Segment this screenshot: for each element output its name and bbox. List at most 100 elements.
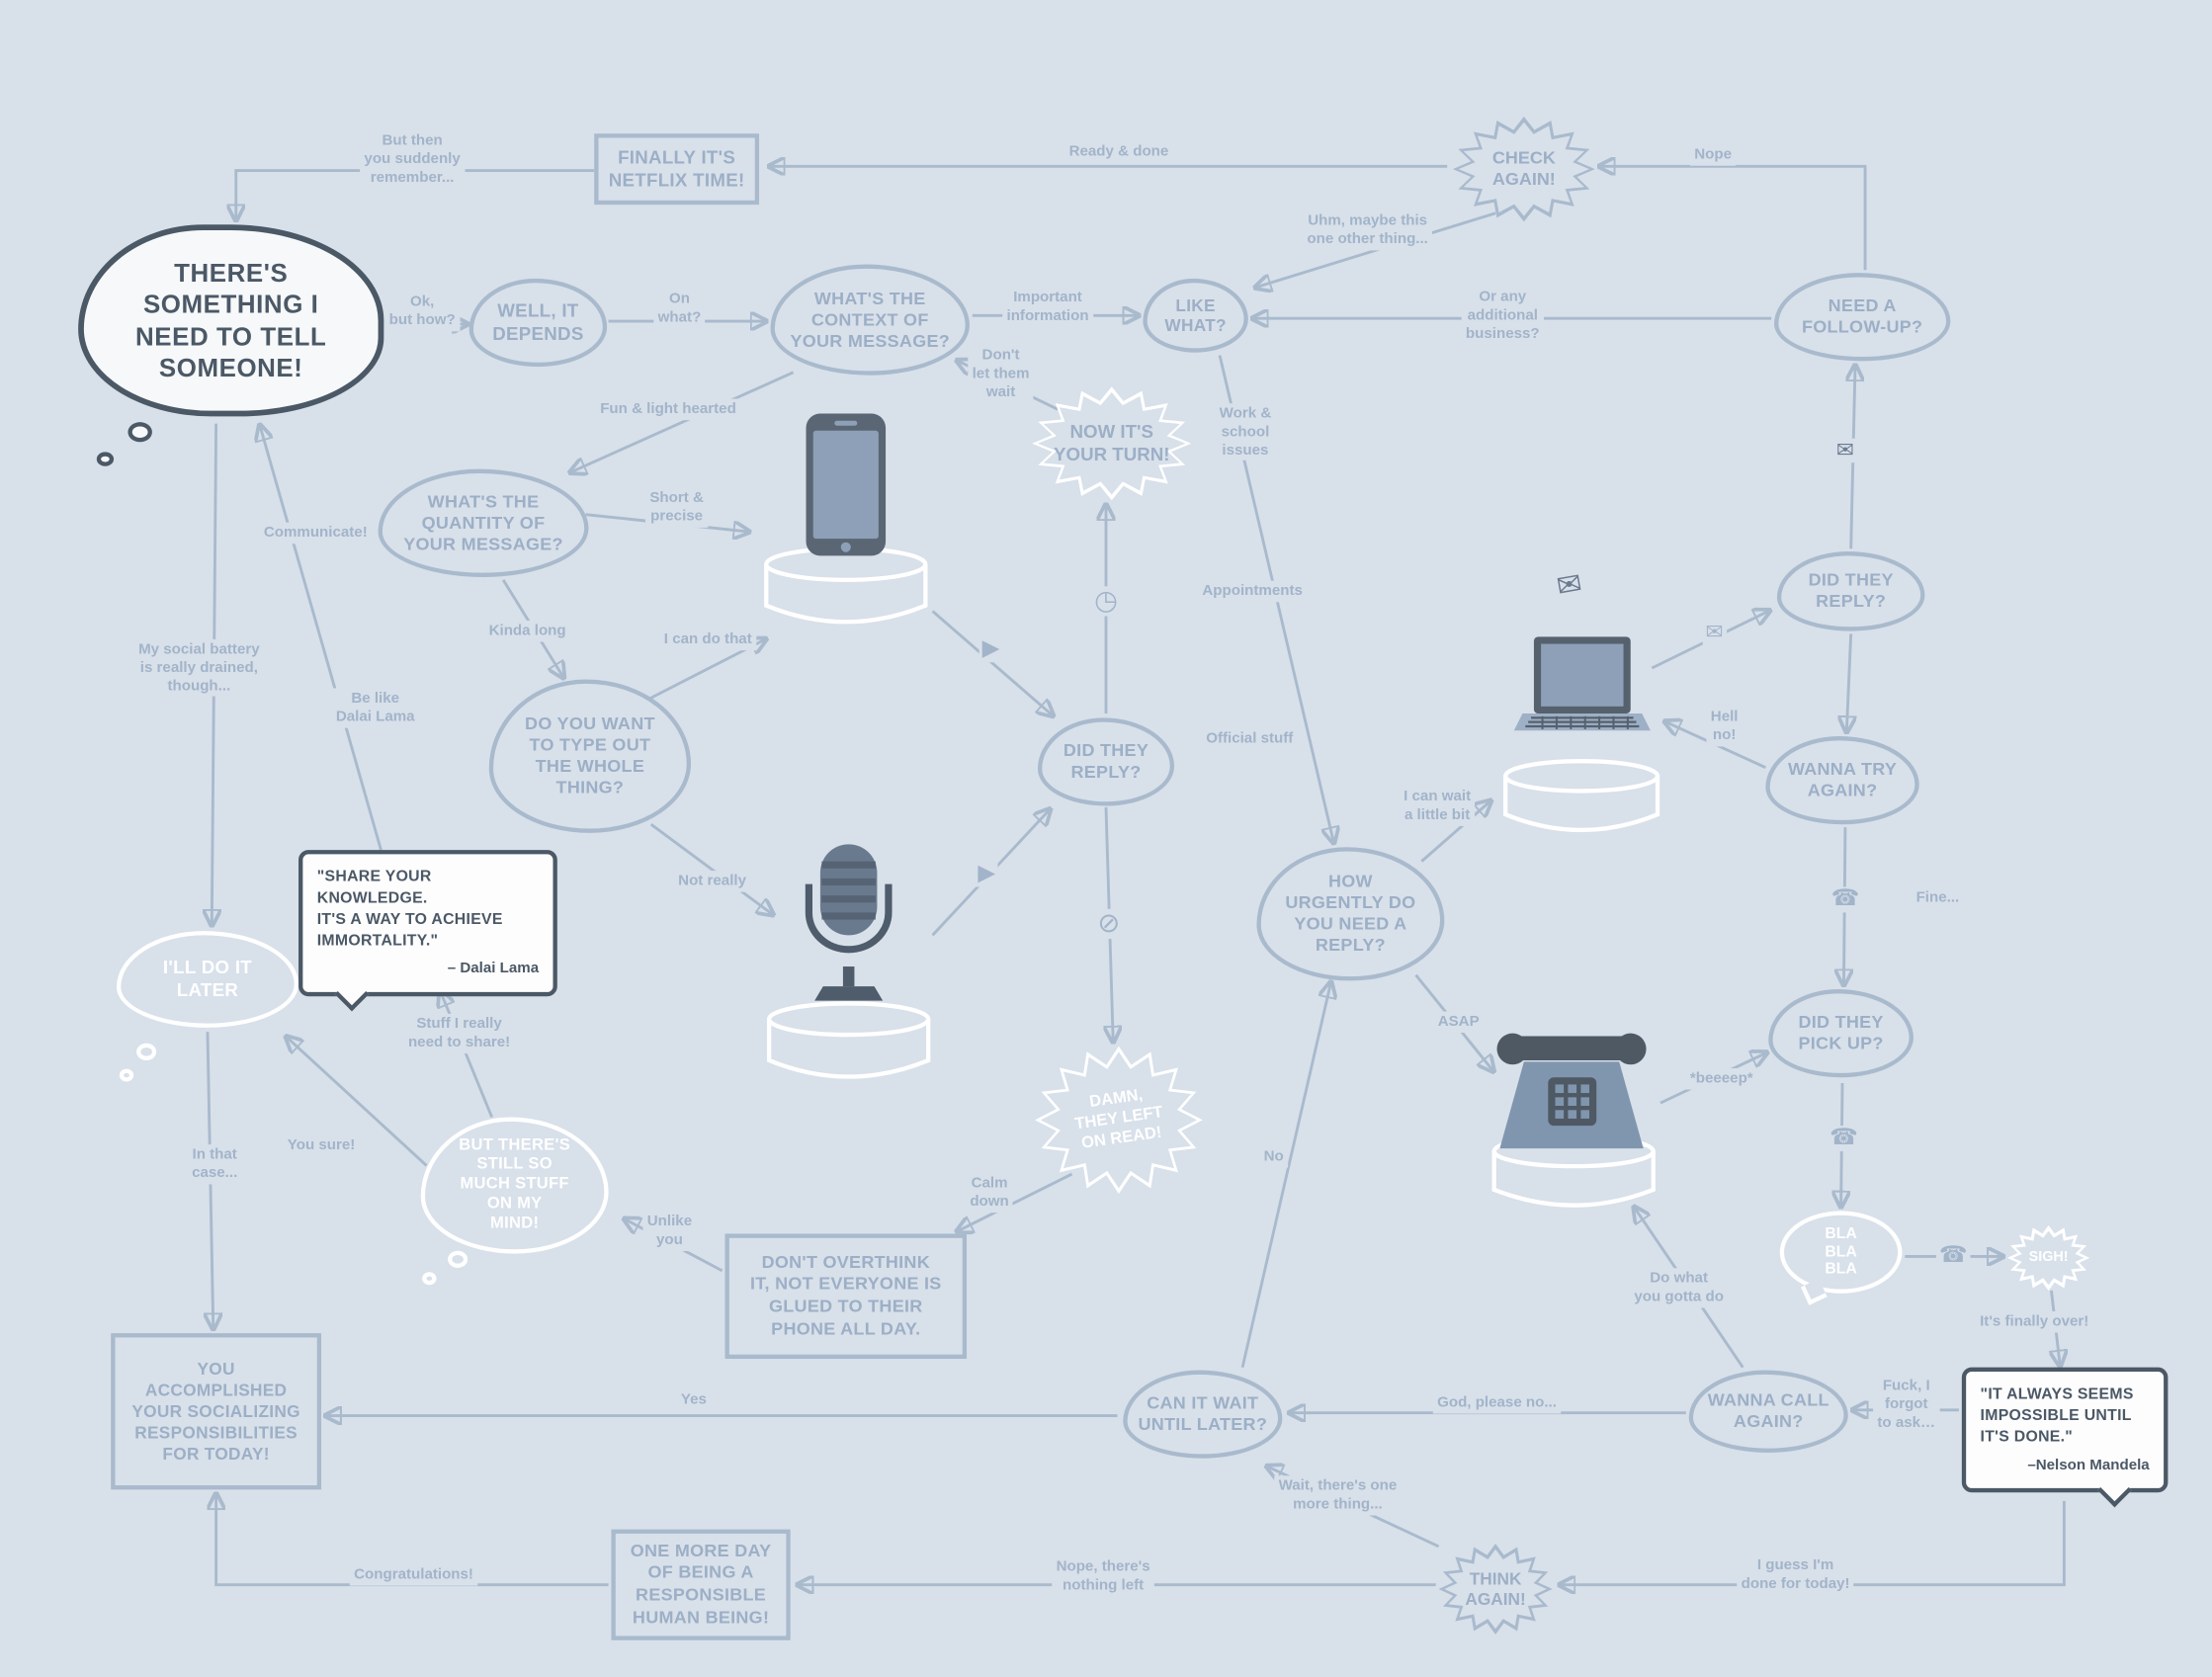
burst-shape	[2012, 1230, 2084, 1286]
thought-dot	[96, 452, 115, 466]
edge-label-nope-nothing: Nope, there's nothing left	[1052, 1556, 1154, 1596]
thought-dot	[128, 422, 152, 443]
edge-label-no: No	[1259, 1146, 1289, 1168]
node-how-urgently: HOW URGENTLY DO YOU NEED A REPLY?	[1256, 847, 1445, 981]
edge-label-calm-down: Calm down	[966, 1172, 1014, 1213]
node-one-more-day: ONE MORE DAY OF BEING A RESPONSIBLE HUMA…	[611, 1529, 791, 1640]
burst-text: THINK AGAIN!	[1465, 1568, 1526, 1610]
edge-label-beeeep: *beeeep*	[1685, 1068, 1757, 1090]
node-sigh: SIGH!	[2006, 1224, 2090, 1291]
edge-label-but-then: But then you suddenly remember...	[360, 130, 466, 189]
burst-shape	[1444, 1549, 1547, 1630]
thought-dot	[119, 1068, 134, 1082]
node-well-it-depends: WELL, IT DEPENDS	[468, 278, 608, 368]
edge-label-not-really: Not really	[673, 871, 751, 892]
edge-label-in-that-case: In that case...	[187, 1144, 242, 1184]
edge-label-asap: ASAP	[1433, 1011, 1485, 1033]
node-message-context: WHAT'S THE CONTEXT OF YOUR MESSAGE?	[770, 264, 970, 376]
node-dont-overthink: DON'T OVERTHINK IT, NOT EVERYONE IS GLUE…	[724, 1233, 968, 1360]
edge-label-important-info: Important information	[1002, 287, 1093, 327]
node-left-on-read: DAMN, THEY LEFT ON READ!	[1035, 1046, 1203, 1195]
edge-label-social-battery: My social battery is really drained, tho…	[133, 638, 264, 698]
node-so-much-stuff: BUT THERE'S STILL SO MUCH STUFF ON MY MI…	[420, 1117, 609, 1254]
edge-label-fun-light: Fun & light hearted	[595, 398, 741, 420]
thought-dot	[422, 1272, 437, 1286]
edge-label-god-no: God, please no...	[1432, 1391, 1562, 1414]
edge-label-fine: Fine...	[1912, 887, 1964, 909]
edge-label-or-any: Or any additional business?	[1461, 287, 1544, 345]
edge-label-work-school: Work & school issues	[1215, 403, 1276, 461]
node-message-quantity: WHAT'S THE QUANTITY OF YOUR MESSAGE?	[378, 468, 589, 577]
laptop-icon	[1513, 636, 1651, 731]
node-check-again: CHECK AGAIN!	[1452, 116, 1595, 222]
quote-text: "IT ALWAYS SEEMS IMPOSSIBLE UNTIL IT'S D…	[1980, 1385, 2134, 1446]
node-did-they-reply-message: DID THEY REPLY?	[1037, 717, 1175, 806]
edge-label-i-can-wait: I can wait a little bit	[1399, 786, 1476, 826]
pedestal	[1503, 759, 1660, 833]
edge-label-wait-one-more: Wait, there's one more thing...	[1274, 1475, 1402, 1515]
edge-label-kinda-long: Kinda long	[484, 620, 570, 642]
node-need-follow-up: NEED A FOLLOW-UP?	[1773, 273, 1951, 362]
phone-receiver-icon: ☎	[1827, 1126, 1861, 1152]
edge-label-do-what: Do what you gotta do	[1630, 1268, 1729, 1307]
thought-dot	[448, 1250, 468, 1268]
node-wanna-call-again: WANNA CALL AGAIN?	[1688, 1370, 1848, 1453]
quote-dalai-lama: "SHARE YOUR KNOWLEDGE. IT'S A WAY TO ACH…	[298, 850, 557, 996]
phone-receiver-icon: ☎	[1828, 886, 1863, 913]
node-like-what: LIKE WHAT?	[1143, 278, 1248, 353]
microphone-icon	[805, 844, 893, 1001]
smartphone-icon	[806, 413, 887, 556]
edge-label-ready-done: Ready & done	[1064, 141, 1173, 163]
burst-shape	[1458, 122, 1590, 216]
burst-shape	[1037, 391, 1186, 495]
quote-text: "SHARE YOUR KNOWLEDGE. IT'S A WAY TO ACH…	[316, 868, 503, 950]
node-think-again: THINK AGAIN!	[1438, 1543, 1553, 1635]
node-wanna-try-again: WANNA TRY AGAIN?	[1765, 736, 1919, 825]
edge-label-official-stuff: Official stuff	[1201, 728, 1298, 750]
edge-label-dont-let-wait: Don't let them wait	[968, 345, 1034, 403]
quote-attribution: – Dalai Lama	[447, 960, 540, 977]
node-ill-do-it-later: I'LL DO IT LATER	[116, 931, 299, 1028]
edge-label-hell-no: Hell no!	[1706, 707, 1743, 746]
edge-label-yes: Yes	[676, 1389, 712, 1411]
edge-label-you-sure: You sure!	[283, 1134, 360, 1156]
envelope-icon: ✉	[1702, 620, 1727, 645]
pedestal	[766, 1001, 931, 1079]
edge-label-guess-done: I guess I'm done for today!	[1737, 1554, 1854, 1595]
edge-label-communicate: Communicate!	[259, 522, 373, 545]
node-accomplished: YOU ACCOMPLISHED YOUR SOCIALIZING RESPON…	[111, 1333, 322, 1490]
node-did-they-reply-email: DID THEY REPLY?	[1776, 551, 1925, 631]
clock-icon: ◷	[1091, 586, 1121, 617]
node-did-they-pick-up: DID THEY PICK UP?	[1768, 989, 1914, 1078]
edge-label-congratulations: Congratulations!	[349, 1563, 478, 1586]
node-start: THERE'S SOMETHING I NEED TO TELL SOMEONE…	[78, 224, 384, 417]
edge-label-nope: Nope	[1689, 144, 1737, 166]
quote-nelson-mandela: "IT ALWAYS SEEMS IMPOSSIBLE UNTIL IT'S D…	[1961, 1367, 2169, 1492]
edge-label-be-like: Be like Dalai Lama	[331, 688, 419, 728]
envelope-icon: ✉	[1832, 438, 1857, 463]
hangup-icon: ☎	[1936, 1243, 1971, 1270]
node-now-your-turn: NOW IT'S YOUR TURN!	[1032, 386, 1192, 501]
node-bla-bla-bla: BLA BLA BLA	[1779, 1211, 1903, 1294]
send-icon: ▶	[978, 636, 1003, 663]
edge-label-unlike-you: Unlike you	[642, 1211, 697, 1251]
edge-label-on-what: On what?	[653, 289, 706, 328]
edge-label-appointments: Appointments	[1198, 580, 1308, 602]
node-can-it-wait: CAN IT WAIT UNTIL LATER?	[1123, 1370, 1283, 1459]
telephone-icon	[1496, 1033, 1647, 1149]
burst-text: NOW IT'S YOUR TURN!	[1054, 421, 1170, 465]
edge-label-i-can-do: I can do that	[659, 629, 757, 650]
pedestal	[764, 546, 928, 625]
burst-shape	[1040, 1051, 1198, 1189]
envelope-icon: ✉	[1554, 567, 1585, 605]
edge-label-ok-but-how: Ok, but how?	[384, 292, 461, 331]
quote-attribution: –Nelson Mandela	[2027, 1456, 2150, 1473]
send-icon: ▶	[975, 861, 998, 887]
thought-dot	[136, 1043, 157, 1060]
burst-text: CHECK AGAIN!	[1491, 147, 1556, 190]
node-type-whole-thing: DO YOU WANT TO TYPE OUT THE WHOLE THING?	[488, 679, 692, 833]
edge-label-fuck-forgot: Fuck, I forgot to ask…	[1873, 1375, 1940, 1434]
no-reply-icon: ⊘	[1094, 908, 1124, 939]
